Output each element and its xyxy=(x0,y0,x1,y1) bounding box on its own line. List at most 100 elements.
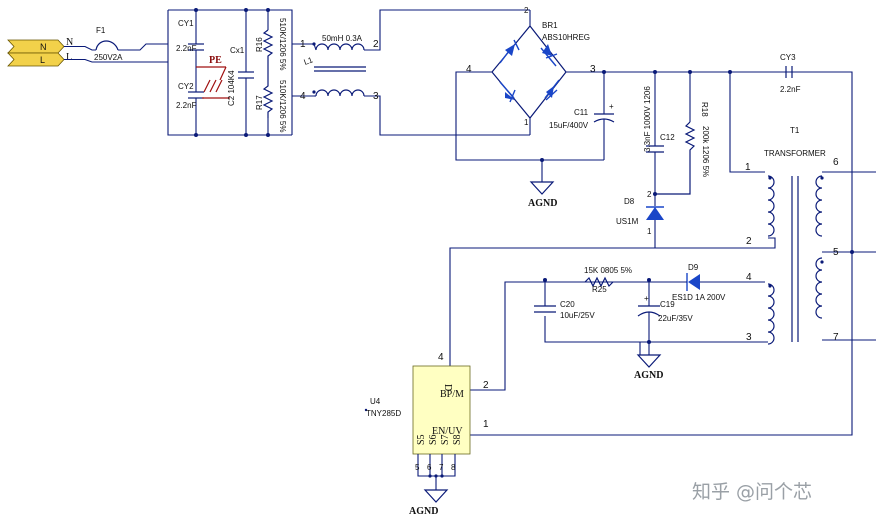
cy3-value: 2.2nF xyxy=(780,85,801,94)
capacitor-c12[interactable] xyxy=(646,72,664,194)
r25-value: 15K 0805 5% xyxy=(584,266,632,275)
fuse-ref: F1 xyxy=(96,26,106,35)
u4-value: TNY285D xyxy=(366,409,401,418)
r18-value: 200k 1206 5% xyxy=(701,126,710,177)
choke-pin4: 4 xyxy=(300,91,306,102)
fuse-value: 250V2A xyxy=(94,53,123,62)
t1-pin5: 5 xyxy=(833,247,839,258)
bridge-rectifier-br1[interactable] xyxy=(491,10,567,135)
watermark: 知乎 @问个芯 xyxy=(692,481,812,503)
u4-pin5: 5 xyxy=(415,463,420,472)
c19-ref: C19 xyxy=(660,300,675,309)
agnd-bot-label: AGND xyxy=(409,506,438,517)
c11-ref: C11 xyxy=(574,108,589,117)
bridge-ref: BR1 xyxy=(542,21,558,30)
t1-pin3: 3 xyxy=(746,332,752,343)
u4-s6-pin: S6 xyxy=(428,434,439,445)
c11-plus: + xyxy=(609,102,614,111)
agnd-mid-label: AGND xyxy=(634,370,663,381)
t1-pin7: 7 xyxy=(833,332,839,343)
c12-ref: C12 xyxy=(660,133,675,142)
d8-value: US1M xyxy=(616,217,639,226)
t1-pin2: 2 xyxy=(746,236,752,247)
connector-l-label: L xyxy=(40,55,45,65)
d8-pin2: 2 xyxy=(647,190,652,199)
u4-pin7: 7 xyxy=(439,463,444,472)
agnd-symbol-mid xyxy=(636,342,662,368)
transformer-t1[interactable] xyxy=(449,72,876,366)
d9-ref: D9 xyxy=(688,263,699,272)
bridge-pin4: 4 xyxy=(466,64,472,75)
r25-ref: R25 xyxy=(592,285,607,294)
u4-s7-pin: S7 xyxy=(440,434,451,445)
capacitor-c11[interactable] xyxy=(593,72,615,160)
u4-pin1: 1 xyxy=(483,419,489,430)
u4-pin6: 6 xyxy=(427,463,432,472)
capacitor-cy3[interactable] xyxy=(785,66,793,78)
pe-ground[interactable] xyxy=(196,66,230,99)
c19-value: 22uF/35V xyxy=(658,314,693,323)
u4-pin8: 8 xyxy=(451,463,456,472)
agnd-symbol-top xyxy=(529,160,555,195)
t1-ref: T1 xyxy=(790,126,800,135)
capacitor-cx1[interactable] xyxy=(238,71,254,79)
d8-pin1: 1 xyxy=(647,227,652,236)
c20-value: 10uF/25V xyxy=(560,311,595,320)
r17-ref: R17 xyxy=(255,95,264,110)
d8-ref: D8 xyxy=(624,197,635,206)
r18-ref: R18 xyxy=(700,102,709,117)
diode-d8[interactable] xyxy=(646,194,664,248)
bridge-pin1: 1 xyxy=(524,118,529,127)
bridge-value: ABS10HREG xyxy=(542,33,590,42)
cy3-ref: CY3 xyxy=(780,53,796,62)
t1-pin6: 6 xyxy=(833,157,839,168)
cy1-value: 2.2nF xyxy=(176,44,197,53)
controller-u4[interactable] xyxy=(412,365,471,503)
net-l-label: L xyxy=(66,52,72,63)
t1-pin1: 1 xyxy=(745,162,751,173)
bridge-pin3: 3 xyxy=(590,64,596,75)
u4-pin4: 4 xyxy=(438,352,444,363)
u4-d-pin: D xyxy=(442,384,453,391)
choke-pin2: 2 xyxy=(373,39,379,50)
choke-ref: L1 xyxy=(303,55,315,67)
resistor-r25[interactable] xyxy=(584,276,614,288)
d9-value: ES1D 1A 200V xyxy=(672,293,726,302)
cx1-ref: Cx1 xyxy=(230,46,245,55)
t1-value: TRANSFORMER xyxy=(764,149,826,158)
net-n-label: N xyxy=(66,37,73,48)
r16-ref: R16 xyxy=(255,37,264,52)
resistor-r17[interactable] xyxy=(262,70,274,118)
u4-s5-pin: S5 xyxy=(416,434,427,445)
c12-value: 3.3nF 1000V 1206 xyxy=(643,86,652,152)
capacitor-cy1[interactable] xyxy=(188,43,204,51)
c11-value: 15uF/400V xyxy=(549,121,589,130)
r17-value: 510K/1206 5% xyxy=(278,80,287,133)
capacitor-c19[interactable] xyxy=(637,282,661,342)
c19-plus: + xyxy=(644,294,649,303)
cx1-value: C2 104K4 xyxy=(227,70,236,106)
u4-pin2: 2 xyxy=(483,380,489,391)
choke-pin3: 3 xyxy=(373,91,379,102)
input-connector[interactable]: N L xyxy=(7,39,65,67)
cy1-ref: CY1 xyxy=(178,19,194,28)
bridge-pin2: 2 xyxy=(524,6,529,15)
fuse-f1[interactable] xyxy=(95,40,168,51)
resistor-r16[interactable] xyxy=(262,29,274,70)
choke-value: 50mH 0.3A xyxy=(322,34,363,43)
filter-block-wires xyxy=(167,9,314,136)
u4-ref: U4 xyxy=(370,397,381,406)
u4-s8-pin: S8 xyxy=(452,434,463,445)
t1-pin4: 4 xyxy=(746,272,752,283)
diode-d9[interactable] xyxy=(470,273,700,391)
capacitor-cy2[interactable] xyxy=(188,91,204,99)
capacitor-c20[interactable] xyxy=(534,282,556,313)
pe-label: PE xyxy=(209,55,222,66)
choke-l1[interactable] xyxy=(313,9,530,136)
u4-enuv-pin: EN/UV xyxy=(432,426,463,437)
cy2-value: 2.2nF xyxy=(176,101,197,110)
r16-value: 510K/1206 5% xyxy=(278,18,287,71)
choke-pin1: 1 xyxy=(300,39,306,50)
resistor-r18[interactable] xyxy=(655,72,696,195)
